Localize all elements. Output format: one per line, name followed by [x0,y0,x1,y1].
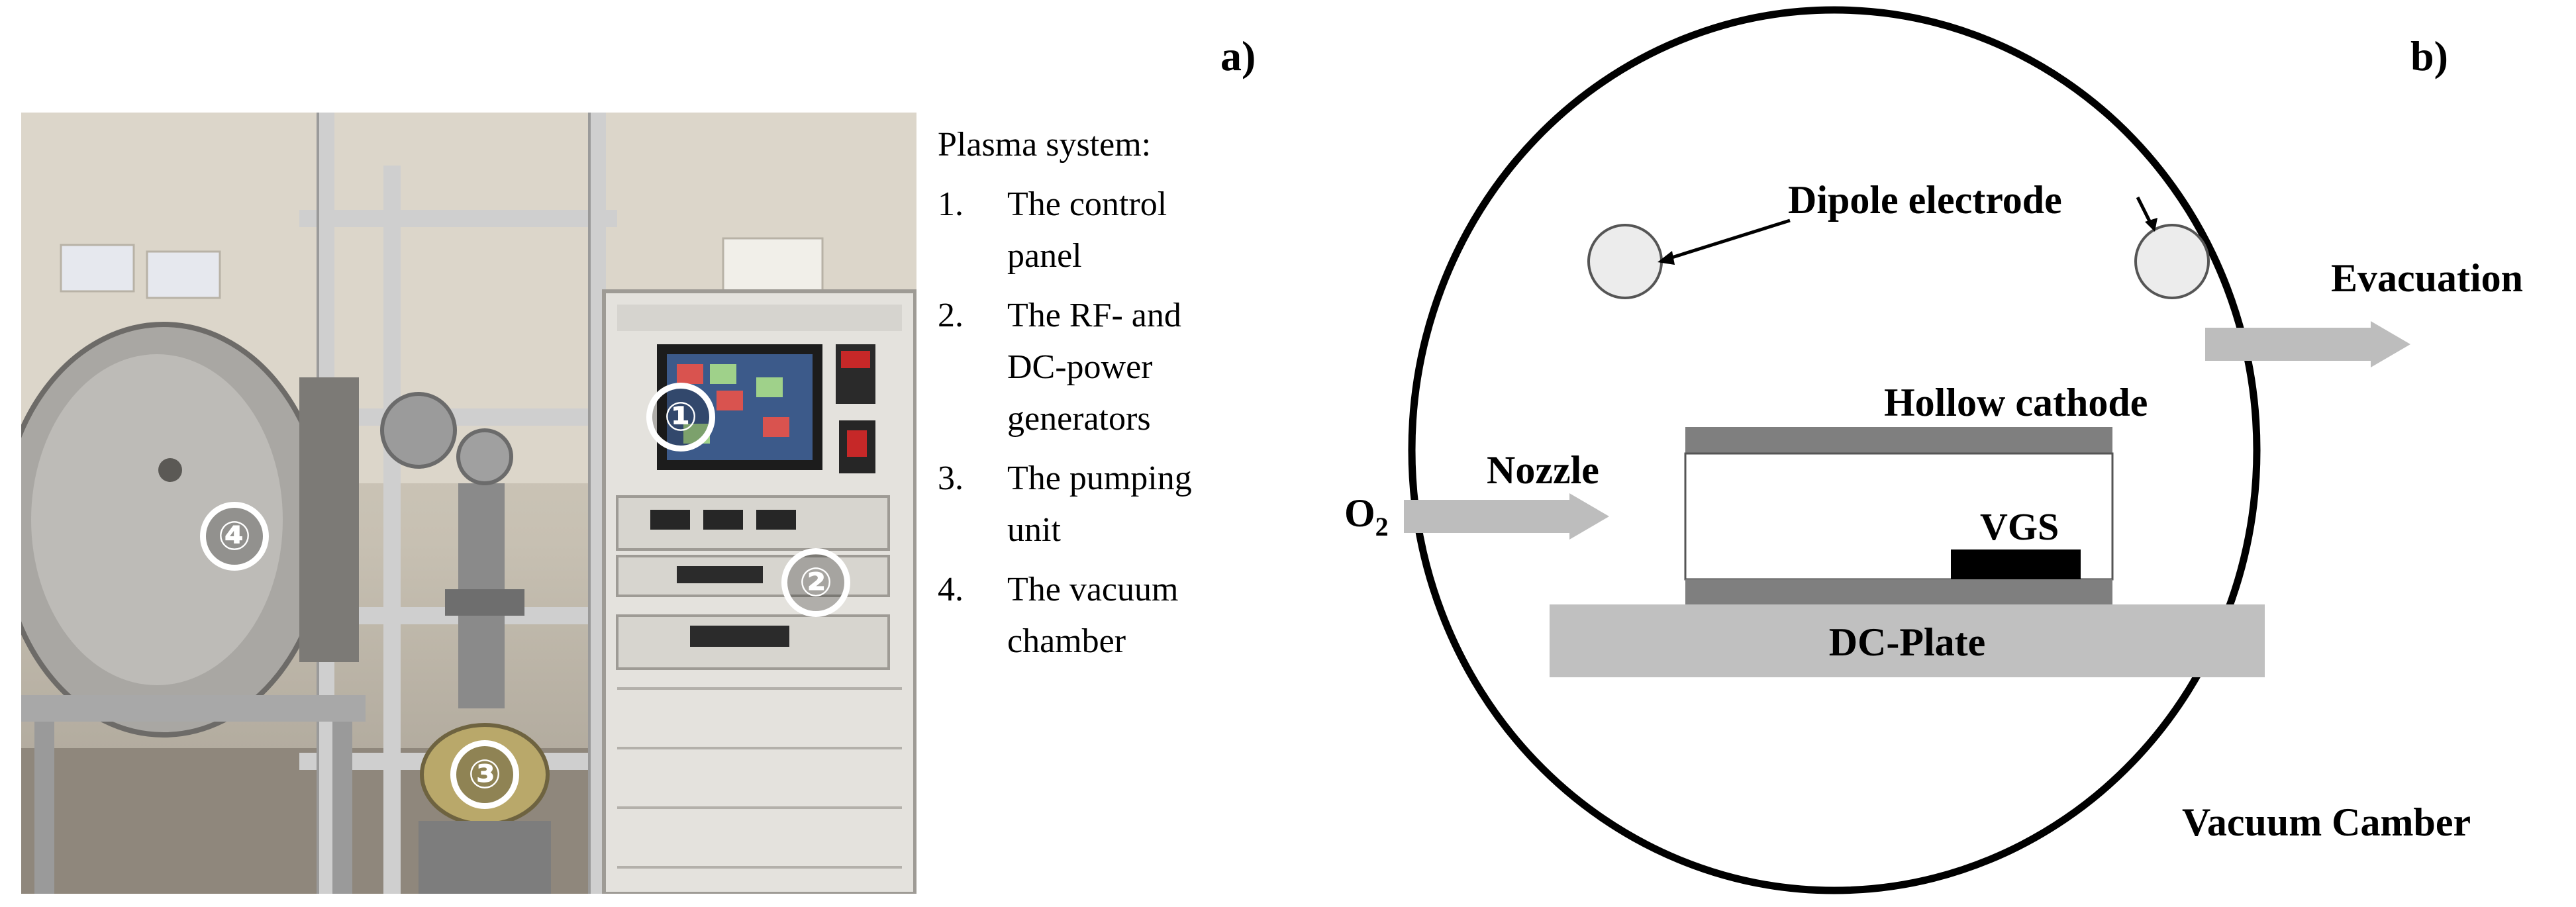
electrode-pointer-right [2136,196,2153,225]
legend-item-text: The vacuum chamber [1007,571,1179,660]
o2-base: O [1344,491,1375,535]
evacuation-arrow [2205,321,2410,367]
plasma-system-photo: ① ② ③ ④ [21,113,916,894]
legend-item-text: The control panel [1007,185,1167,275]
panel-a-label: a) [1220,32,1256,79]
o2-subscript: 2 [1375,512,1389,542]
vacuum-chamber-outline [1408,6,2261,894]
badge-pumping-unit: ③ [450,740,519,809]
legend-item-number: 4. [938,571,964,608]
dipole-electrode-right [2134,224,2210,299]
electrode-pointer-left-head [1658,251,1675,265]
vacuum-chamber-label: Vacuum Camber [2182,800,2471,844]
legend-item-text: The RF- and DC-power generators [1007,297,1181,438]
legend-title: Plasma system: [938,126,1152,164]
dipole-electrode-label: Dipole electrode [1788,178,2062,222]
nozzle-label: Nozzle [1487,448,1599,492]
vgs-sample [1951,549,2081,579]
o2-label: O2 [1344,491,1389,542]
badge-power-generators: ② [781,548,850,617]
electrode-pointer-right-head [2145,218,2157,232]
badge-vacuum-chamber: ④ [200,502,269,571]
vgs-label: VGS [1980,505,2059,548]
legend-item: 2. The RF- and DC-power generators [938,290,1229,445]
legend-item-number: 2. [938,297,964,334]
dc-plate [1550,604,2265,677]
nozzle-arrow [1404,493,1609,540]
panel-b-label: b) [2410,32,2448,79]
legend-item-number: 3. [938,459,964,497]
legend-item: 1. The control panel [938,179,1229,282]
evacuation-label: Evacuation [2331,256,2523,300]
legend-item: 3. The pumping unit [938,453,1229,556]
badge-control-panel: ① [646,383,715,452]
plasma-schematic: Dipole electrode Evacuation Hollow catho… [1344,6,2523,894]
legend-item-text: The pumping unit [1007,459,1192,549]
electrode-pointer-left [1665,218,1791,262]
dipole-electrode-left [1587,224,1663,299]
hollow-cathode-top [1685,427,2112,453]
legend-item-number: 1. [938,185,964,223]
hollow-cathode-label: Hollow cathode [1884,381,2148,424]
hollow-cathode-bottom [1685,579,2112,604]
plasma-system-legend: Plasma system: 1. The control panel 2. T… [938,119,1229,675]
legend-item: 4. The vacuum chamber [938,564,1229,667]
dc-plate-label: DC-Plate [1829,620,1986,664]
